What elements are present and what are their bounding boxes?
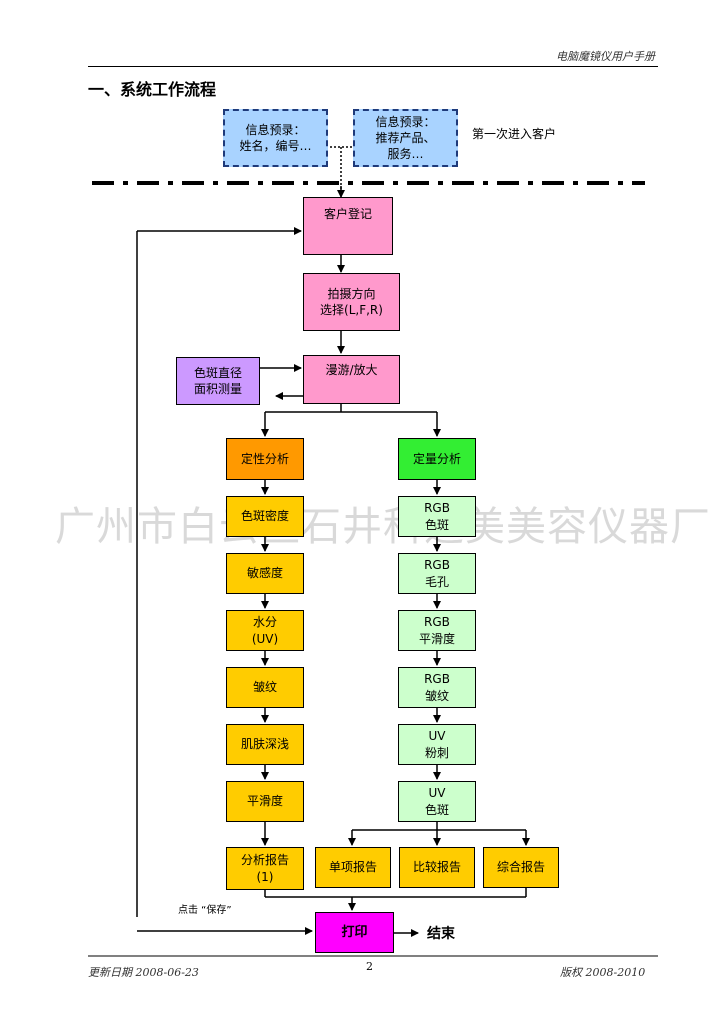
qual-item-label: 色斑密度 [240,509,289,524]
roam-zoom-box: 漫游/放大 [303,355,400,404]
quant-item-rgb-wrinkle: RGB 皱纹 [398,667,476,708]
spot-measure-line2: 面积测量 [193,382,242,396]
update-date: 更新日期 2008-06-23 [88,966,199,979]
qualitative-analysis-box: 定性分析 [226,438,304,480]
info-box-products-line3: 服务… [387,147,424,162]
quant-item-mode: RGB [424,672,450,687]
compare-report-box: 比较报告 [399,847,475,888]
info-box-products: 信息预录： 推荐产品、 服务… [353,109,458,167]
quant-item-label: 粉刺 [424,745,449,760]
copyright: 版权 2008-2010 [560,966,646,979]
quant-item-label: 平滑度 [418,631,455,646]
quant-item-rgb-pore: RGB 毛孔 [398,553,476,594]
quant-item-rgb-smoothness: RGB 平滑度 [398,610,476,651]
quant-item-mode: RGB [424,615,450,630]
info-box-products-line1: 信息预录： [375,114,436,129]
info-box-name-id-line1: 信息预录： [245,122,306,137]
shoot-direction-box: 拍摄方向 选择(L,F,R) [303,273,400,331]
quant-item-label: 色斑 [424,802,449,817]
qual-item-label: 肌肤深浅 [240,737,289,752]
header-rule [88,66,658,67]
quantitative-analysis-box: 定量分析 [398,438,476,480]
combined-report-label: 综合报告 [496,860,545,875]
first-entry-label: 第一次进入客户 [472,127,557,141]
info-box-name-id-line2: 姓名，编号… [239,139,312,153]
register-box: 客户登记 [303,197,393,255]
quant-item-mode: RGB [424,501,450,516]
info-box-products-line2: 推荐产品、 [375,130,436,145]
watermark: 广州市白云区石井科迪美美容仪器厂 [55,504,711,550]
qual-item-label: 皱纹 [252,680,277,695]
quantitative-analysis-label: 定量分析 [412,451,461,466]
print-box: 打印 [315,912,394,953]
info-box-name-id: 信息预录： 姓名，编号… [223,109,328,167]
quant-item-uv-spot: UV 色斑 [398,781,476,822]
qual-item-label: 水分 [252,615,277,630]
shoot-direction-line1: 拍摄方向 [327,286,376,301]
quant-item-label: 皱纹 [424,688,449,703]
qual-item-spot-density: 色斑密度 [226,496,304,537]
page-number: 2 [366,960,373,973]
qual-item-analysis-report: 分析报告 (1) [226,847,304,890]
single-report-label: 单项报告 [328,860,377,875]
quant-item-label: 色斑 [424,517,449,532]
manual-title: 电脑魔镜仪用户手册 [556,50,655,63]
quant-item-label: 毛孔 [424,574,449,589]
register-label: 客户登记 [323,207,372,221]
combined-report-box: 综合报告 [483,847,559,888]
end-label: 结束 [427,926,455,942]
roam-zoom-label: 漫游/放大 [325,363,378,377]
qual-item-wrinkle: 皱纹 [226,667,304,708]
qual-item-label: 敏感度 [246,566,283,581]
spot-measure-line1: 色斑直径 [193,365,242,380]
qual-item-skin-depth: 肌肤深浅 [226,724,304,765]
qual-item-sensitivity: 敏感度 [226,553,304,594]
section-title: 一、系统工作流程 [88,80,217,99]
shoot-direction-line2: 选择(L,F,R) [320,303,383,317]
quant-item-mode: UV [428,729,446,744]
quant-item-mode: RGB [424,558,450,573]
quant-item-mode: UV [428,786,446,801]
save-hint: 点击 “保存” [178,905,232,916]
qual-item-label: 平滑度 [246,794,283,809]
qual-item-sublabel: (UV) [251,631,279,646]
qual-item-smoothness: 平滑度 [226,781,304,822]
compare-report-label: 比较报告 [412,860,461,875]
quant-item-rgb-spot: RGB 色斑 [398,496,476,537]
spot-measure-box: 色斑直径 面积测量 [176,357,260,405]
qual-item-label: 分析报告 [240,853,289,868]
qual-item-moisture: 水分 (UV) [226,610,304,651]
qual-item-sublabel: (1) [256,869,274,884]
print-label: 打印 [341,924,368,940]
qualitative-analysis-label: 定性分析 [240,451,289,466]
quant-item-uv-acne: UV 粉刺 [398,724,476,765]
single-report-box: 单项报告 [315,847,391,888]
